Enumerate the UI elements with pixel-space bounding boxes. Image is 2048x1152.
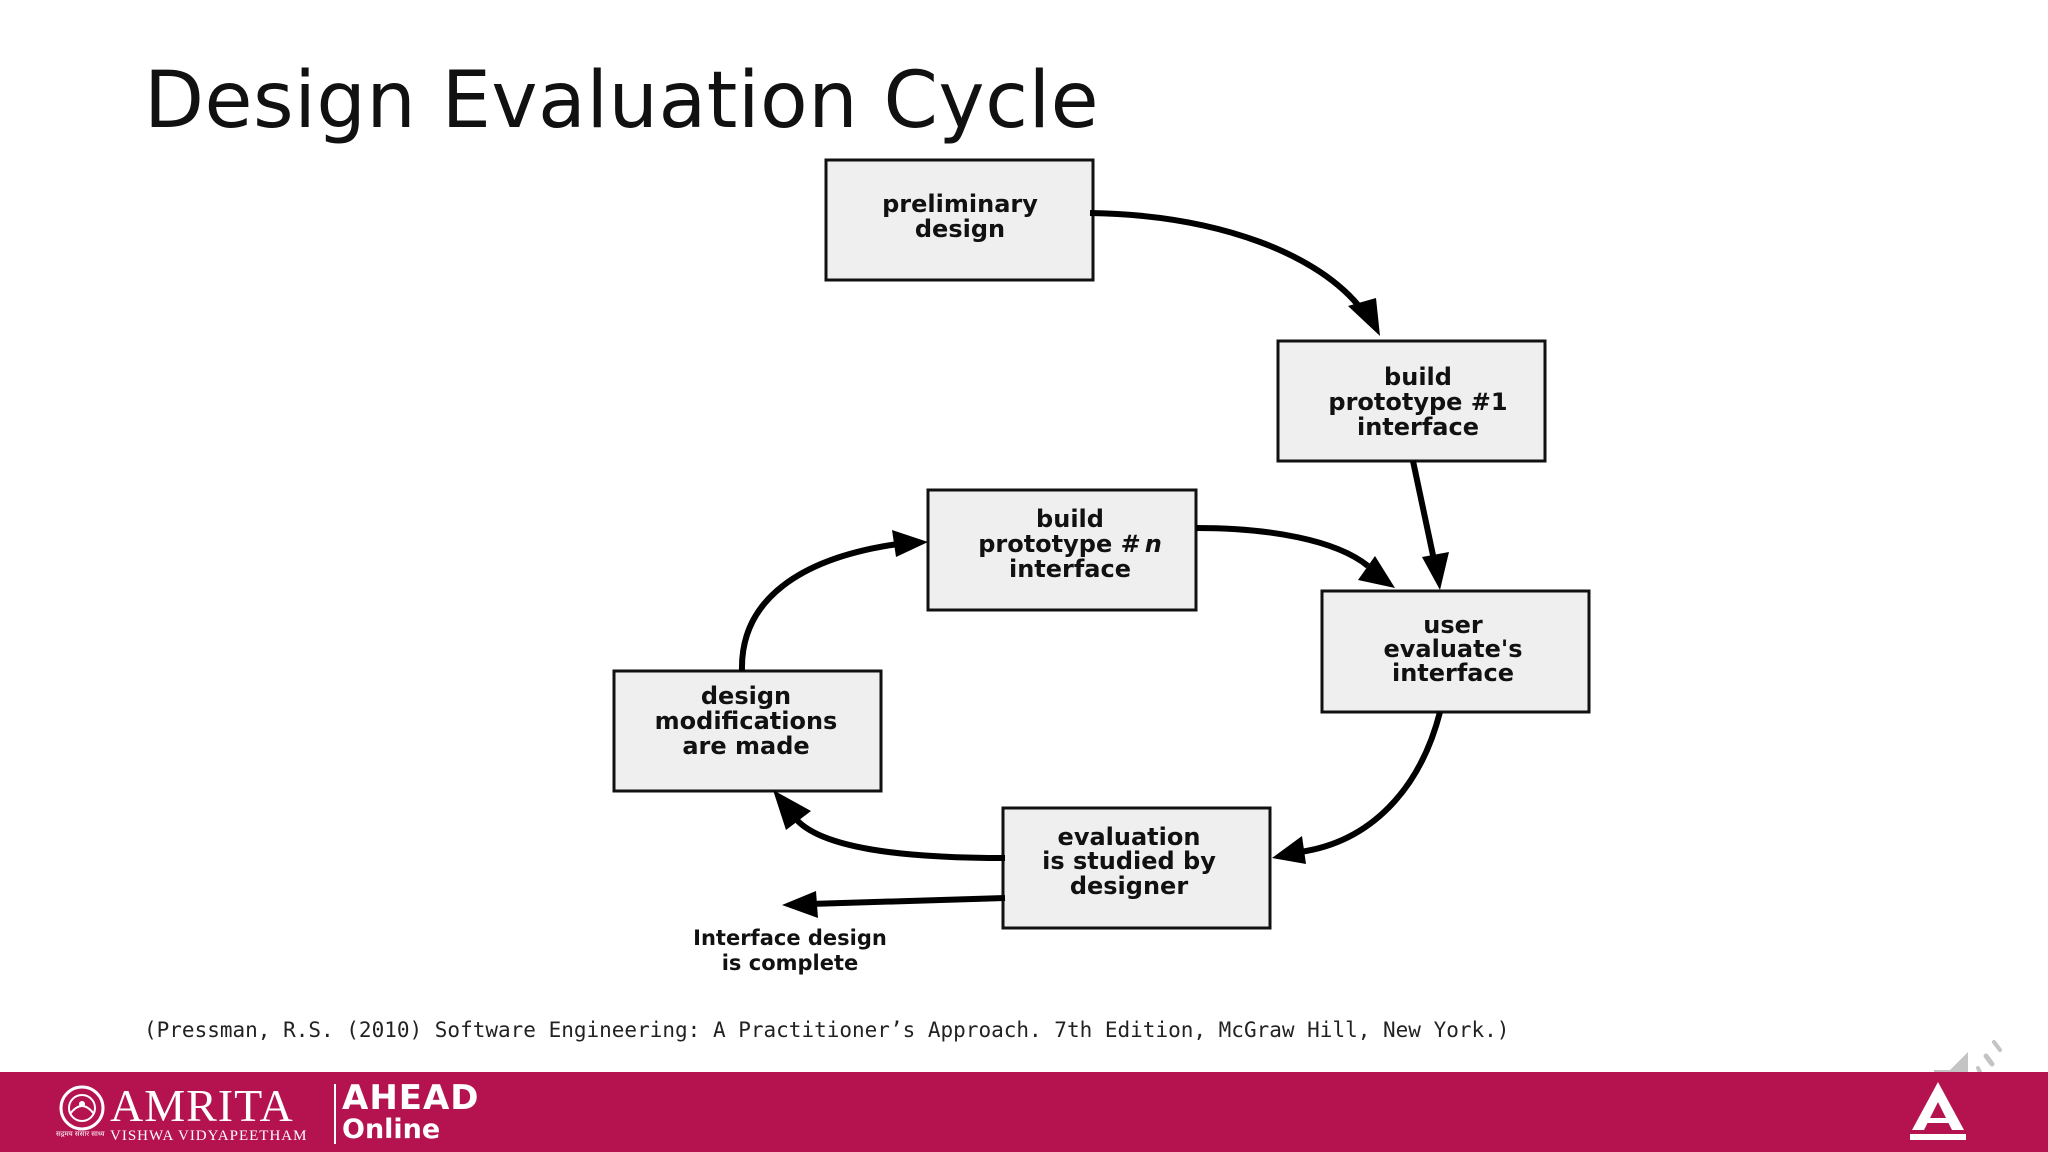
- node-label-line: interface: [1357, 413, 1479, 441]
- node-label-line: designer: [1070, 872, 1189, 900]
- node-design-modifications: design modifications are made: [612, 669, 883, 793]
- ahead-brand-icon: [1908, 1080, 1968, 1148]
- arrow-preliminary-to-prototype1: [1089, 210, 1380, 336]
- design-evaluation-cycle-diagram: .box { fill:#efefef; stroke:#111; stroke…: [612, 158, 1591, 975]
- brand-name: AMRITA: [110, 1080, 294, 1131]
- node-label-line: build: [1384, 363, 1452, 391]
- node-label-line: is studied by: [1042, 847, 1216, 875]
- node-label-line: evaluate's: [1383, 635, 1522, 663]
- arrow-evaluation-to-modifications: [773, 790, 1006, 861]
- node-label-line: preliminary: [882, 190, 1038, 218]
- node-label-line: modifications: [655, 707, 838, 735]
- footer-bar: [0, 1072, 2048, 1152]
- amrita-ahead-logo: AMRITA VISHWA VIDYAPEETHAM सद्गमय संसार …: [54, 1078, 486, 1146]
- arrow-prototypen-to-user: [1195, 525, 1395, 588]
- arrow-evaluation-to-exit: [782, 891, 1006, 918]
- node-build-prototype-n: build prototype #n interface: [926, 488, 1198, 612]
- node-label-line: build: [1036, 505, 1104, 533]
- svg-text:prototype #n: prototype #n: [978, 530, 1162, 558]
- node-label-line: design: [915, 215, 1005, 243]
- node-label-line: design: [701, 682, 791, 710]
- arrow-user-to-evaluation: [1272, 711, 1443, 864]
- brand-subtitle: VISHWA VIDYAPEETHAM: [110, 1128, 308, 1144]
- node-label-line: evaluation: [1058, 823, 1201, 851]
- arrow-modifications-to-prototypen: [738, 530, 928, 672]
- arrow-prototype1-to-user: [1410, 460, 1449, 590]
- exit-label-line: Interface design: [693, 926, 887, 950]
- node-label-part: prototype #: [978, 530, 1141, 558]
- node-label-line: interface: [1392, 659, 1514, 687]
- slide-title: Design Evaluation Cycle: [144, 56, 1100, 146]
- citation-text: (Pressman, R.S. (2010) Software Engineer…: [144, 1018, 1510, 1042]
- node-label-italic: n: [1145, 530, 1162, 558]
- node-label-line: interface: [1009, 555, 1131, 583]
- node-label-line: user: [1423, 611, 1483, 639]
- node-evaluation-studied: evaluation is studied by designer: [1001, 806, 1272, 930]
- node-label-line: are made: [682, 732, 809, 760]
- node-user-evaluates: user evaluate's interface: [1320, 589, 1591, 714]
- exit-label: Interface design is complete: [693, 926, 887, 975]
- node-label-line: prototype #1: [1328, 388, 1507, 416]
- logo-separator: [334, 1084, 336, 1144]
- amrita-seal-icon: [59, 1085, 105, 1131]
- brand-tagline: सद्गमय संसार साध्य: [56, 1130, 105, 1138]
- program-sub: Online: [342, 1114, 441, 1145]
- node-preliminary-design: preliminary design: [824, 158, 1095, 282]
- exit-label-line: is complete: [722, 951, 859, 975]
- program-name: AHEAD: [342, 1078, 480, 1118]
- node-build-prototype-1: build prototype #1 interface: [1276, 339, 1547, 463]
